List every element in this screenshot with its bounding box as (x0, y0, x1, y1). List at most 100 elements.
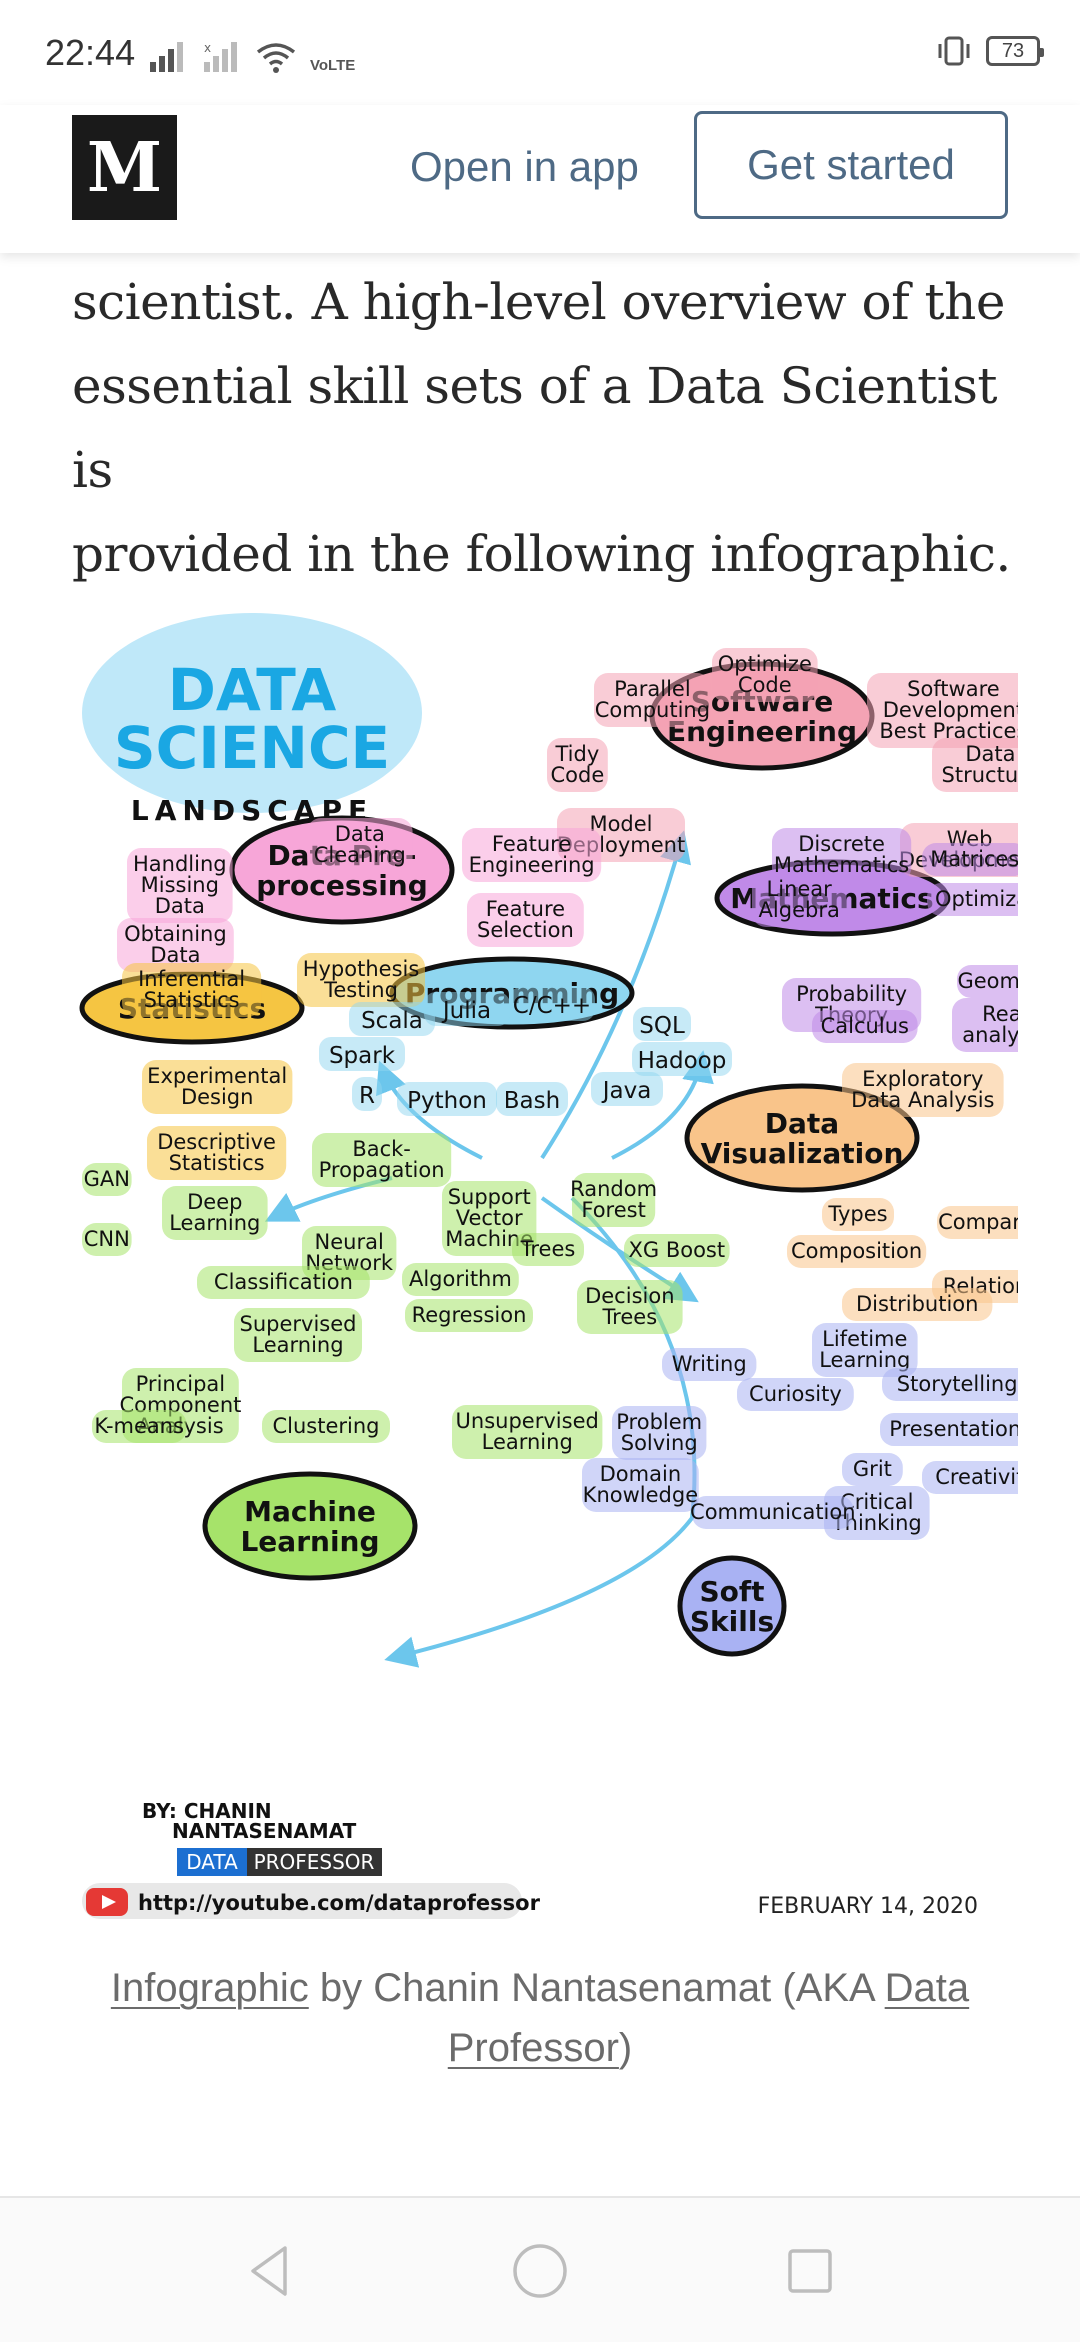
topic-label: Structure (942, 763, 1018, 787)
topic-label: Inferential (138, 967, 245, 991)
topic-label: GAN (84, 1167, 130, 1191)
topic-label: Selection (477, 918, 574, 942)
topic-real-analysis: Realanalysis (952, 998, 1018, 1052)
svg-text:x: x (204, 41, 211, 55)
topic-composition: Composition (787, 1235, 927, 1268)
group-statistics-items: InferentialStatisticsHypothesisTestingEx… (122, 953, 425, 1180)
topic-label: Descriptive (157, 1130, 276, 1154)
topic-curiosity: Curiosity (737, 1378, 854, 1411)
topic-label: Real (982, 1002, 1018, 1026)
topic-label: Regression (412, 1303, 527, 1327)
home-button[interactable] (505, 2236, 575, 2306)
topic-grit: Grit (842, 1453, 903, 1486)
topic-label: Missing (141, 873, 219, 897)
language-c-c: C/C++ (509, 987, 595, 1021)
topic-label: analysis (962, 1023, 1018, 1047)
caption-link-infographic[interactable]: Infographic (110, 1966, 309, 2010)
youtube-url[interactable]: http://youtube.com/dataprofessor (138, 1891, 541, 1915)
topic-label: Learning (482, 1430, 573, 1454)
topic-label: Model (589, 812, 652, 836)
topic-presentation: Presentation (880, 1413, 1018, 1446)
title-cloud (82, 613, 422, 813)
topic-label: Trees (601, 1305, 657, 1329)
topic-label: Engineering (469, 853, 595, 877)
topic-label: Testing (323, 978, 398, 1002)
image-caption: Infographic by Chanin Nantasenamat (AKA … (60, 1958, 1020, 2078)
topic-label: Problem (616, 1410, 702, 1434)
topic-label: Data Analysis (851, 1088, 994, 1112)
url-background (82, 1883, 522, 1919)
topic-label: Learning (252, 1333, 343, 1357)
topic-label: K-means (94, 1414, 184, 1438)
data-science-infographic[interactable]: DATA SCIENCE LANDSCAPE SoftwareEngineeri… (72, 598, 1018, 1928)
caption-text: by Chanin Nantasenamat (AKA (308, 1966, 885, 2010)
topic-label: Presentation (889, 1417, 1018, 1441)
medium-logo[interactable]: M (72, 115, 177, 220)
paragraph-line: scientist. A high-level overview of the (72, 273, 1005, 331)
topic-label: Discrete (798, 832, 885, 856)
language-hadoop: Hadoop (632, 1042, 732, 1076)
paragraph-line: essential skill sets of a Data Scientist… (72, 357, 997, 499)
topic-k-means: K-means (92, 1410, 187, 1443)
get-started-button[interactable]: Get started (694, 111, 1008, 219)
topic-label: Vector (456, 1206, 523, 1230)
topic-label: Domain (600, 1462, 682, 1486)
paragraph-line: provided in the following infographic. (72, 525, 1011, 583)
topic-label: Data (155, 894, 205, 918)
topic-label: Data (965, 742, 1015, 766)
topic-label: Development (883, 698, 1018, 722)
topic-label: Grit (853, 1457, 892, 1481)
topic-clustering: Clustering (262, 1410, 390, 1443)
site-header: M Open in app Get started (0, 105, 1080, 253)
topic-xg-boost: XG Boost (624, 1234, 730, 1267)
topic-label: Code (551, 763, 605, 787)
language-label: Python (407, 1088, 487, 1114)
topic-regression: Regression (405, 1299, 533, 1332)
hub-label: Soft (700, 1575, 765, 1608)
topic-label: Lifetime (822, 1327, 907, 1351)
topic-label: Algebra (759, 898, 840, 922)
topic-label: CNN (84, 1227, 130, 1251)
topic-label: Data (335, 822, 385, 846)
topic-label: Computing (595, 698, 710, 722)
brand-right-box (247, 1848, 382, 1876)
topic-label: Deep (187, 1190, 242, 1214)
topic-label: Comparison (938, 1210, 1018, 1234)
language-label: R (359, 1083, 375, 1109)
caption-end: ) (618, 2026, 633, 2070)
back-button[interactable] (235, 2236, 305, 2306)
hub-label: processing (256, 869, 428, 902)
topic-label: Distribution (856, 1292, 979, 1316)
topic-label: Writing (672, 1352, 747, 1376)
topic-label: Learning (169, 1211, 260, 1235)
language-bash: Bash (496, 1082, 568, 1116)
hub-label: Machine (244, 1495, 376, 1528)
topic-label: Optimize (718, 652, 812, 676)
recents-button[interactable] (775, 2236, 845, 2306)
topic-label: Principal (136, 1372, 226, 1396)
caption-link-data-professor[interactable]: Data Professor (447, 1966, 970, 2070)
infographic-date: FEBRUARY 14, 2020 (758, 1894, 978, 1919)
language-label: C/C++ (513, 993, 591, 1019)
topic-label: Matrices (930, 847, 1018, 871)
topic-label: Neural (315, 1230, 384, 1254)
topic-label: Storytelling (897, 1372, 1018, 1396)
topic-comparison: Comparison (937, 1206, 1018, 1239)
open-in-app-link[interactable]: Open in app (410, 143, 639, 190)
topic-matrices: Matrices (922, 843, 1018, 876)
hub-label: Skills (690, 1605, 774, 1638)
status-time: 22:44 (45, 32, 136, 73)
topic-label: Knowledge (583, 1483, 698, 1507)
